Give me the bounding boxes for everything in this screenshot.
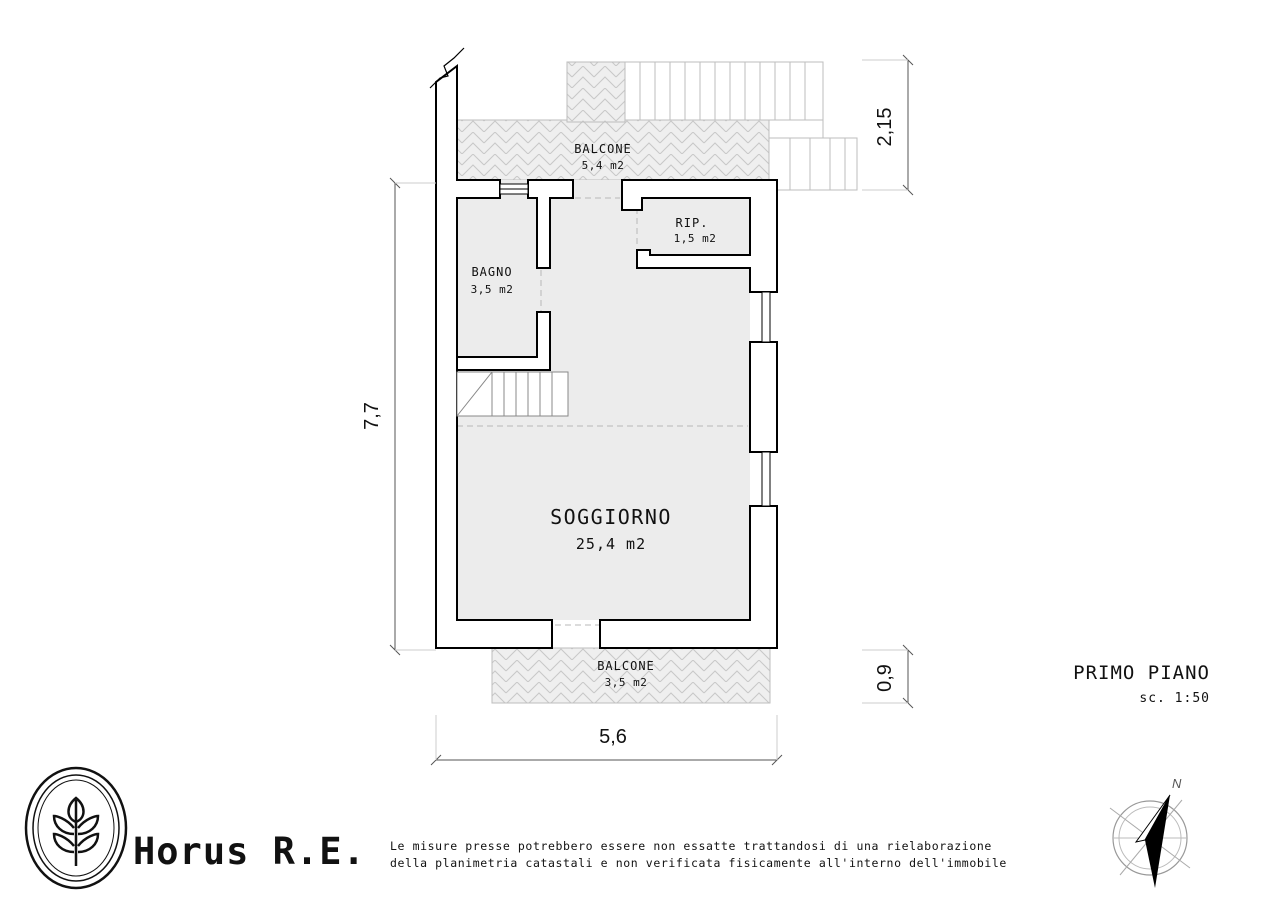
wall-west <box>435 63 553 649</box>
dim-balcony-top: 2,15 <box>874 108 896 147</box>
disclaimer: Le misure presse potrebbero essere non e… <box>390 838 1007 872</box>
wall-east-pier <box>749 341 778 453</box>
dimension-lines <box>389 54 914 766</box>
balcone-bottom-name: BALCONE <box>597 659 655 673</box>
dim-height: 7,7 <box>361 402 383 430</box>
wall-south-east <box>599 505 778 649</box>
wall-bagno-top <box>527 179 574 269</box>
balcone-top-area: 5,4 m2 <box>582 159 625 172</box>
disclaimer-line-1: Le misure presse potrebbero essere non e… <box>390 839 992 853</box>
leaf-logo-icon <box>24 766 128 890</box>
balcone-bottom-area: 3,5 m2 <box>605 676 648 689</box>
balcony-bottom <box>491 647 771 704</box>
dimension-labels: 7,7 5,6 2,15 0,9 <box>361 108 896 748</box>
windows <box>499 183 771 507</box>
rip-name: RIP. <box>676 216 709 230</box>
walls <box>435 63 778 649</box>
dim-balcony-bottom: 0,9 <box>874 664 896 692</box>
disclaimer-line-2: della planimetria catastali e non verifi… <box>390 856 1007 870</box>
scale-label: sc. 1:50 <box>1139 691 1210 706</box>
north-label: N <box>1172 776 1182 791</box>
north-compass-icon: N <box>1109 776 1191 888</box>
balcony-top <box>456 61 770 181</box>
room-labels: BALCONE 5,4 m2 BAGNO 3,5 m2 RIP. 1,5 m2 … <box>471 142 717 689</box>
bagno-area: 3,5 m2 <box>471 283 514 296</box>
dim-width: 5,6 <box>599 726 627 748</box>
balcone-top-name: BALCONE <box>574 142 632 156</box>
floor-title: PRIMO PIANO <box>1073 662 1210 684</box>
soggiorno-name: SOGGIORNO <box>550 505 672 529</box>
brand-name: Horus R.E. <box>133 830 366 873</box>
opening-lines <box>457 197 748 626</box>
soggiorno-area: 25,4 m2 <box>576 535 646 553</box>
bagno-name: BAGNO <box>471 265 512 279</box>
break-symbol <box>429 47 465 89</box>
wall-bagno-bottom <box>456 311 551 371</box>
external-stair <box>624 61 858 191</box>
rip-area: 1,5 m2 <box>674 232 717 245</box>
internal-stair <box>456 371 569 417</box>
